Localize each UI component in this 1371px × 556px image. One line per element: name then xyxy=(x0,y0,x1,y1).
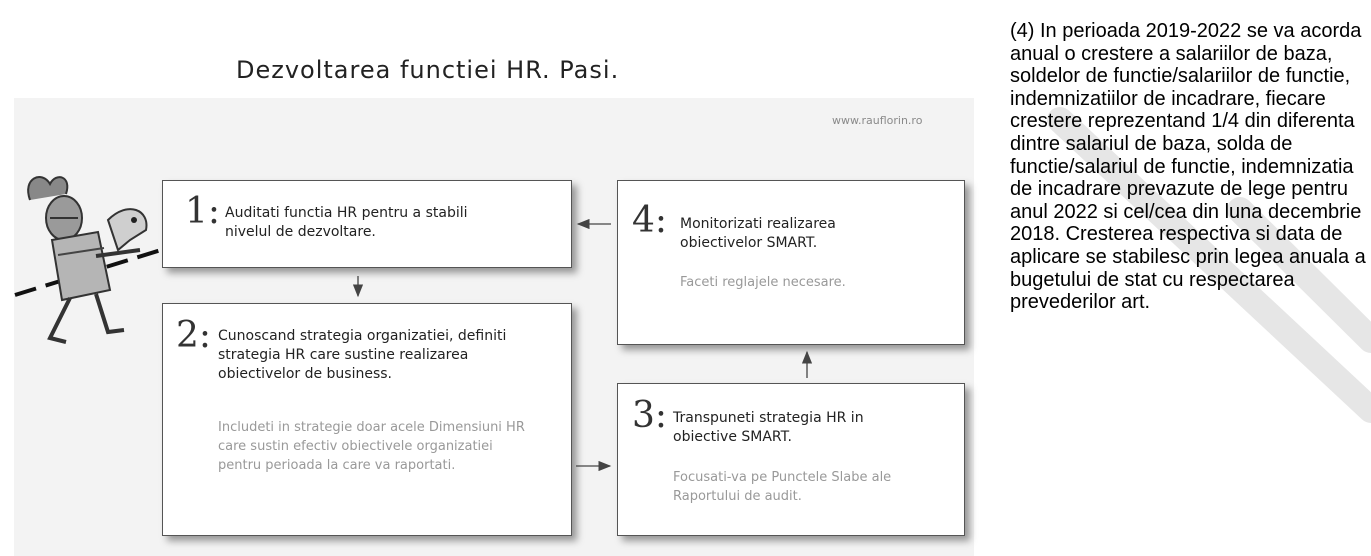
step-2-number: 2: xyxy=(176,315,212,356)
step-2-box: 2: Cunoscand strategia organizatiei, def… xyxy=(162,303,572,536)
source-url: www.rauflorin.ro xyxy=(832,114,923,127)
step-2-note: Includeti in strategie doar acele Dimens… xyxy=(218,420,525,473)
step-3-number: 3: xyxy=(632,395,668,436)
step-2-text: Cunoscand strategia organizatiei, defini… xyxy=(218,328,507,382)
step-4-number: 4: xyxy=(632,200,668,241)
step-4-box: 4: Monitorizati realizarea obiectivelor … xyxy=(617,180,965,345)
knight-mascot-icon xyxy=(14,176,201,344)
step-3-note: Focusati-va pe Punctele Slabe ale Raport… xyxy=(673,470,892,504)
step-1-box: 1: Auditati functia HR pentru a stabili … xyxy=(162,180,572,268)
step-4-text: Monitorizati realizarea obiectivelor SMA… xyxy=(680,216,836,251)
step-1-text: Auditati functia HR pentru a stabili niv… xyxy=(225,205,468,240)
hr-steps-diagram: Dezvoltarea functiei HR. Pasi. www.raufl… xyxy=(14,56,974,556)
step-4-note: Faceti reglajele necesare. xyxy=(680,275,846,290)
step-1-number: 1: xyxy=(185,191,221,232)
article-paragraph: (4) In perioada 2019-2022 se va acorda a… xyxy=(1010,20,1366,314)
step-3-text: Transpuneti strategia HR in obiective SM… xyxy=(673,410,864,445)
diagram-title: Dezvoltarea functiei HR. Pasi. xyxy=(236,56,620,84)
step-3-box: 3: Transpuneti strategia HR in obiective… xyxy=(617,383,965,536)
